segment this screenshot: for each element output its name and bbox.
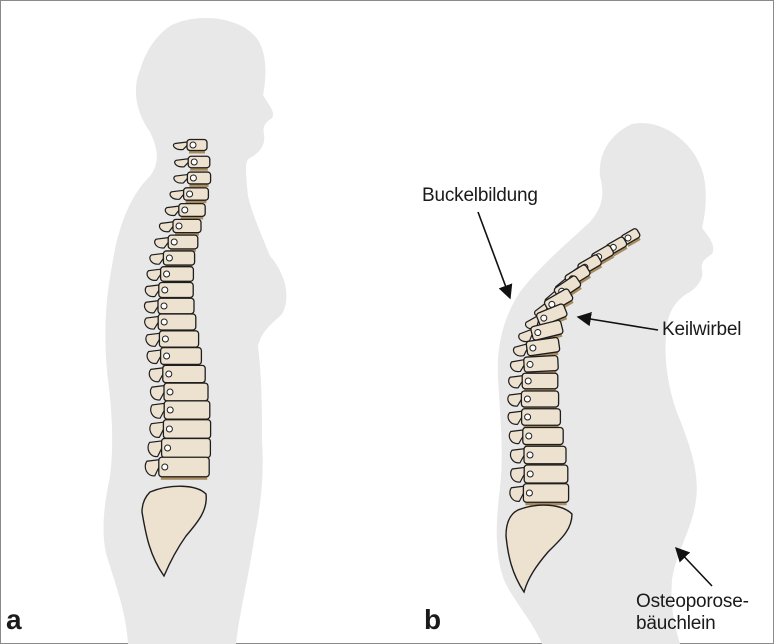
label-osteoporosis-belly: Osteoporose- bäuchlein (636, 591, 749, 635)
panel-label-a: a (6, 604, 21, 636)
label-wedge-vertebra: Keilwirbel (662, 319, 741, 341)
panel-label-b: b (424, 604, 441, 636)
label-osteoporosis-belly-line1: Osteoporose- (636, 591, 749, 613)
label-osteoporosis-belly-line2: bäuchlein (636, 613, 749, 635)
arrow-belly (676, 548, 712, 586)
arrow-hump (478, 212, 510, 298)
label-hump: Buckelbildung (422, 185, 538, 207)
